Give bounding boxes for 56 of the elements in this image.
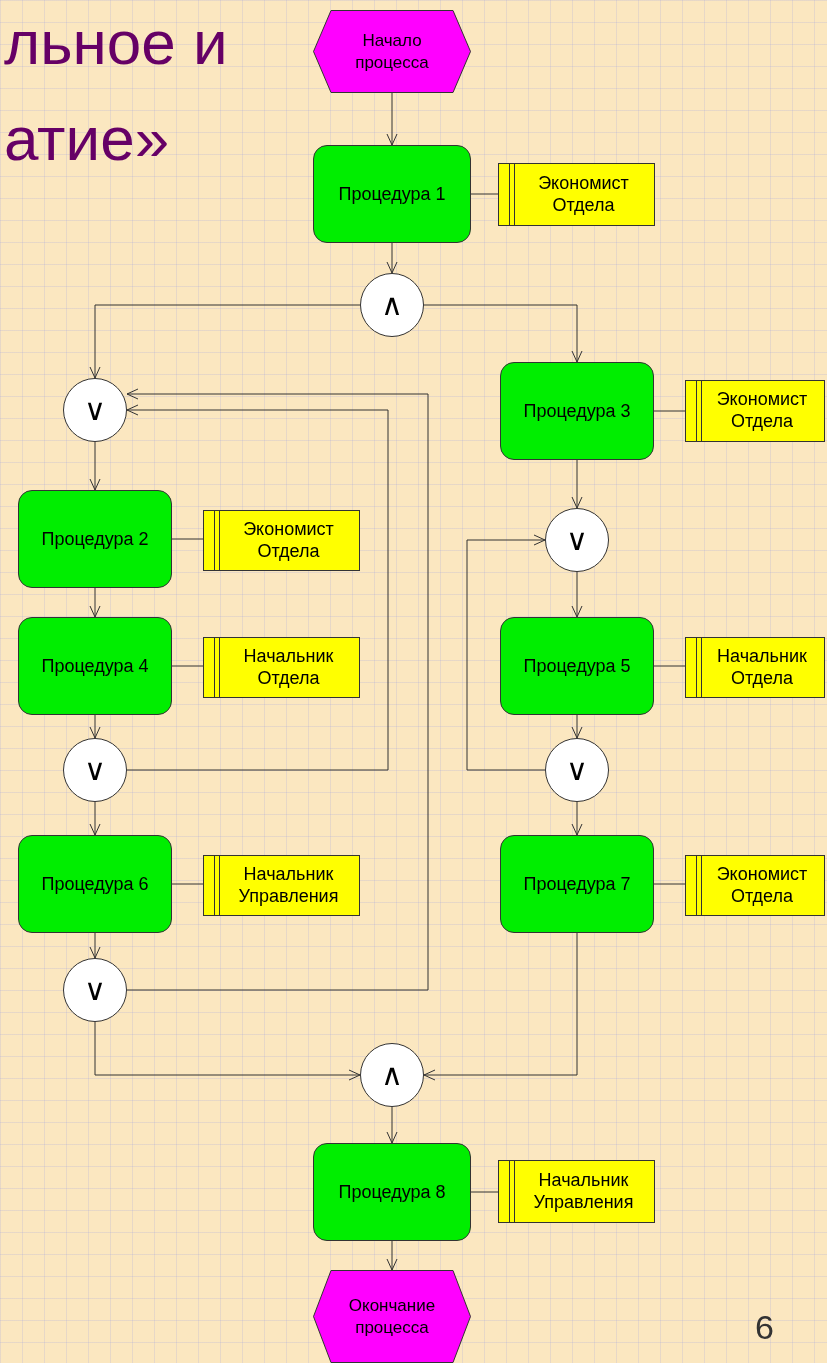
title-fragment: льное и [4, 12, 228, 74]
connector-circle: ∨ [545, 738, 609, 802]
page-number: 6 [755, 1310, 774, 1344]
connector-line [171, 883, 204, 885]
role-box: Экономист Отдела [203, 510, 360, 571]
arrow [386, 1106, 398, 1144]
arrow [386, 242, 398, 274]
role-box: Начальник Отдела [203, 637, 360, 698]
role-box: Экономист Отдела [685, 855, 825, 916]
process-box: Процедура 8 [313, 1143, 471, 1241]
connector-line [470, 193, 499, 195]
terminator-hexagon: Окончание процесса [313, 1270, 471, 1363]
role-box: Начальник Отдела [685, 637, 825, 698]
connector-circle: ∧ [360, 1043, 424, 1107]
terminator-hexagon: Начало процесса [313, 10, 471, 93]
arrow [89, 714, 101, 739]
connector-circle: ∨ [63, 378, 127, 442]
arrow [423, 304, 583, 363]
process-box: Процедура 1 [313, 145, 471, 243]
process-box: Процедура 6 [18, 835, 172, 933]
role-box: Экономист Отдела [685, 380, 825, 442]
connector-line [171, 538, 204, 540]
arrow [89, 304, 361, 379]
arrow [89, 932, 101, 959]
arrow [571, 459, 583, 509]
process-box: Процедура 4 [18, 617, 172, 715]
arrow [386, 1240, 398, 1271]
arrow [126, 404, 389, 771]
arrow [571, 571, 583, 618]
process-box: Процедура 5 [500, 617, 654, 715]
role-box: Экономист Отдела [498, 163, 655, 226]
arrow [94, 1021, 361, 1081]
arrow [466, 534, 546, 771]
connector-line [653, 665, 686, 667]
arrow [571, 714, 583, 739]
role-box: Начальник Управления [203, 855, 360, 916]
connector-line [171, 665, 204, 667]
connector-circle: ∧ [360, 273, 424, 337]
role-box: Начальник Управления [498, 1160, 655, 1223]
connector-line [653, 410, 686, 412]
process-box: Процедура 7 [500, 835, 654, 933]
process-box: Процедура 3 [500, 362, 654, 460]
process-box: Процедура 2 [18, 490, 172, 588]
arrow [89, 587, 101, 618]
connector-line [653, 883, 686, 885]
arrow [89, 801, 101, 836]
arrow [89, 441, 101, 491]
connector-circle: ∨ [63, 738, 127, 802]
connector-circle: ∨ [63, 958, 127, 1022]
arrow [571, 801, 583, 836]
arrow [386, 92, 398, 146]
arrow [126, 388, 429, 991]
arrow [423, 932, 578, 1081]
title-fragment: атие» [4, 108, 170, 170]
connector-circle: ∨ [545, 508, 609, 572]
connector-line [470, 1191, 499, 1193]
